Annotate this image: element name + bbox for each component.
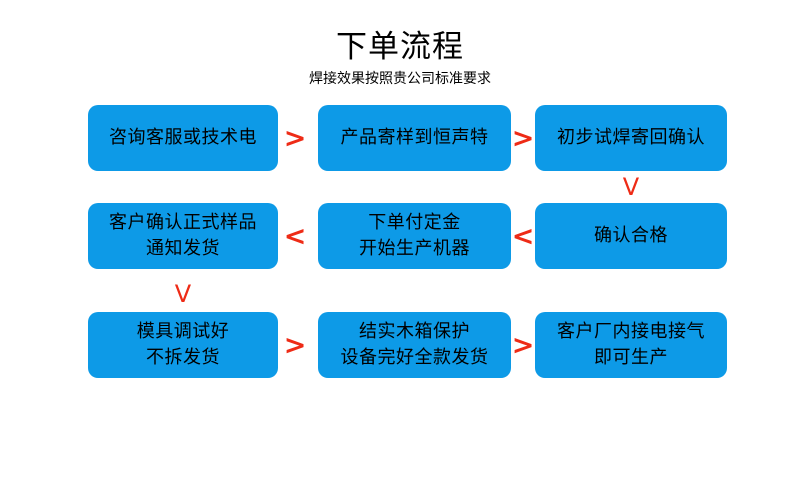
flow-node-n8-line2: 设备完好全款发货 xyxy=(340,347,489,368)
arrow-right-icon-n2-n3: > xyxy=(511,122,535,154)
flow-row-3: 模具调试好 不拆发货 > 结实木箱保护 设备完好全款发货 > 客户厂内接电接气 … xyxy=(0,312,800,378)
flow-node-n5-line2: 开始生产机器 xyxy=(359,238,470,259)
flow-node-n1-line1: 咨询客服或技术电 xyxy=(109,127,257,148)
arrow-down-icon-n3-n6: V xyxy=(622,173,640,201)
flow-node-n5[interactable]: 下单付定金 开始生产机器 xyxy=(318,203,511,269)
flow-row-2: 客户确认正式样品 通知发货 < 下单付定金 开始生产机器 < 确认合格 xyxy=(0,203,800,269)
flow-node-n8[interactable]: 结实木箱保护 设备完好全款发货 xyxy=(318,312,511,378)
flow-node-n3-line1: 初步试焊寄回确认 xyxy=(557,127,705,148)
flow-node-n9[interactable]: 客户厂内接电接气 即可生产 xyxy=(535,312,727,378)
flow-node-n9-line1: 客户厂内接电接气 xyxy=(557,321,705,342)
flow-node-n4-line2: 通知发货 xyxy=(146,238,220,259)
flowchart-header: 下单流程 焊接效果按照贵公司标准要求 xyxy=(0,28,800,88)
arrow-right-icon-n7-n8: > xyxy=(283,329,307,361)
flow-node-n1[interactable]: 咨询客服或技术电 xyxy=(88,105,278,171)
flow-node-n7-line1: 模具调试好 xyxy=(136,321,230,342)
flow-node-n7-line2: 不拆发货 xyxy=(146,347,220,368)
flow-node-n3[interactable]: 初步试焊寄回确认 xyxy=(535,105,727,171)
arrow-right-icon-n8-n9: > xyxy=(511,329,535,361)
flow-node-n4[interactable]: 客户确认正式样品 通知发货 xyxy=(88,203,278,269)
arrow-left-icon-n6-n5: < xyxy=(511,220,535,252)
flow-row-1: 咨询客服或技术电 > 产品寄样到恒声特 > 初步试焊寄回确认 xyxy=(0,105,800,171)
flow-node-n6[interactable]: 确认合格 xyxy=(535,203,727,269)
arrow-left-icon-n5-n4: < xyxy=(283,220,307,252)
arrow-down-icon-n4-n7: V xyxy=(174,280,192,308)
flow-node-n9-line2: 即可生产 xyxy=(594,347,668,368)
page-subtitle: 焊接效果按照贵公司标准要求 xyxy=(309,71,491,87)
arrow-right-icon-n1-n2: > xyxy=(283,122,307,154)
flow-node-n4-line1: 客户确认正式样品 xyxy=(109,212,257,233)
flow-node-n2[interactable]: 产品寄样到恒声特 xyxy=(318,105,511,171)
flow-node-n6-line1: 确认合格 xyxy=(594,225,668,246)
flow-node-n7[interactable]: 模具调试好 不拆发货 xyxy=(88,312,278,378)
flow-node-n8-line1: 结实木箱保护 xyxy=(359,321,470,342)
page-title: 下单流程 xyxy=(336,29,464,65)
flow-node-n5-line1: 下单付定金 xyxy=(368,212,461,233)
flow-node-n2-line1: 产品寄样到恒声特 xyxy=(340,127,489,148)
